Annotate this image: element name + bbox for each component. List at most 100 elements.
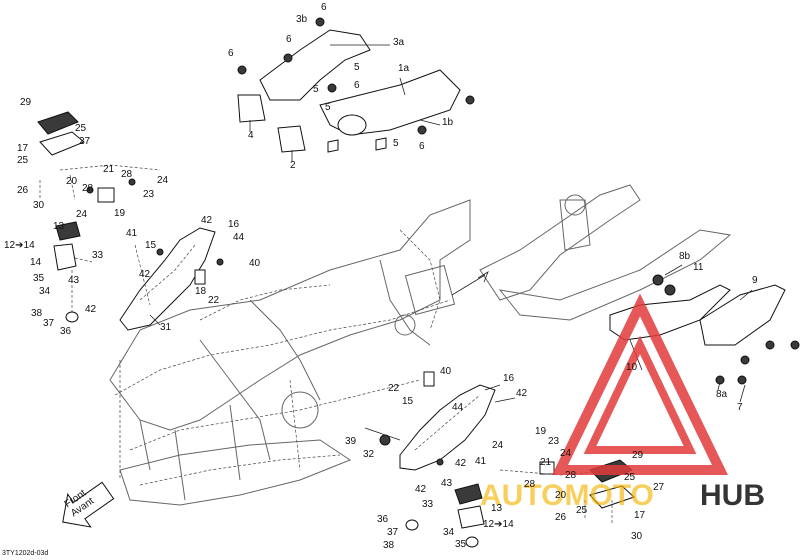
callout-l14a: 14	[30, 257, 42, 268]
callout-l37b: 37	[387, 527, 399, 538]
callout-l5d: 5	[393, 138, 399, 149]
callout-l40b: 40	[440, 366, 452, 377]
callout-l6e: 6	[419, 141, 425, 152]
callout-l25d: 25	[576, 505, 588, 516]
callout-l25a: 25	[75, 123, 87, 134]
callout-l40a: 40	[249, 258, 261, 269]
callout-l6c: 6	[228, 48, 234, 59]
callout-l23a: 23	[143, 189, 155, 200]
callout-l21a: 21	[103, 164, 115, 175]
main-frame	[109, 199, 471, 506]
rear-covers	[609, 274, 800, 385]
callout-l17a: 17	[17, 143, 29, 154]
callout-l32: 32	[363, 449, 375, 460]
callout-l23b: 23	[548, 436, 560, 447]
callout-l15a: 15	[145, 240, 157, 251]
callout-l42b: 42	[139, 269, 151, 280]
callout-l28d: 28	[524, 479, 536, 490]
callout-l39: 39	[345, 436, 357, 447]
callout-l26a: 26	[17, 185, 29, 196]
callout-l37a: 37	[43, 318, 55, 329]
callout-l1214a: 12➔14	[4, 240, 35, 251]
callout-l42a: 42	[201, 215, 213, 226]
callout-l34a: 34	[39, 286, 51, 297]
callout-l28a: 28	[82, 183, 94, 194]
left-footrest-bracket	[119, 227, 224, 331]
watermark-text-hub: HUB	[700, 479, 765, 512]
callout-l2: 2	[290, 160, 296, 171]
callout-l42f: 42	[415, 484, 427, 495]
callout-l8b: 8b	[679, 251, 691, 262]
callout-l22b: 22	[388, 383, 400, 394]
callout-l36b: 36	[377, 514, 389, 525]
callout-l33b: 33	[422, 499, 434, 510]
callout-l16b: 16	[503, 373, 515, 384]
callout-l16a: 16	[228, 219, 240, 230]
callout-l3b: 3b	[296, 14, 308, 25]
callout-l31a: 31	[160, 322, 172, 333]
callout-l15b: 15	[402, 396, 414, 407]
callout-l20b: 20	[555, 490, 567, 501]
callout-l22a: 22	[208, 295, 220, 306]
watermark-logo: AUTOMOTO HUB	[480, 293, 765, 512]
callout-l25c: 25	[624, 472, 636, 483]
callout-l30a: 30	[33, 200, 45, 211]
callout-l42e: 42	[455, 458, 467, 469]
callout-l28c: 28	[565, 470, 577, 481]
front-brackets	[237, 17, 475, 153]
callout-l27b: 27	[653, 482, 665, 493]
callout-l42c: 42	[85, 304, 97, 315]
callout-l19a: 19	[114, 208, 126, 219]
callout-l24b: 24	[76, 209, 88, 220]
callout-l3a: 3a	[393, 37, 405, 48]
callout-l20a: 20	[66, 176, 78, 187]
callout-l6d: 6	[354, 80, 360, 91]
callout-l44a: 44	[233, 232, 245, 243]
callout-l28b: 28	[121, 169, 133, 180]
callout-l29b: 29	[632, 450, 644, 461]
callout-l43b: 43	[441, 478, 453, 489]
callout-l7: 7	[737, 402, 743, 413]
callout-l9: 9	[752, 275, 758, 286]
callout-l11: 11	[693, 262, 704, 273]
callout-l8a: 8a	[716, 389, 728, 400]
callout-l4: 4	[248, 130, 254, 141]
callout-l5a: 5	[354, 62, 360, 73]
callout-l6b: 6	[286, 34, 292, 45]
callout-l13a: 13	[53, 221, 65, 232]
callout-l10: 10	[626, 362, 638, 373]
callout-l25b: 25	[17, 155, 29, 166]
callout-l1a: 1a	[398, 63, 410, 74]
callout-l27a: 27	[79, 136, 91, 147]
right-footrest-bracket	[364, 371, 496, 471]
callout-l29a: 29	[20, 97, 32, 108]
callout-l38a: 38	[31, 308, 43, 319]
leader-lines	[149, 44, 753, 403]
callout-l36a: 36	[60, 326, 72, 337]
callout-l33a: 33	[92, 250, 104, 261]
callout-l19b: 19	[535, 426, 547, 437]
front-direction-arrow	[62, 481, 115, 528]
callout-l41b: 41	[475, 456, 487, 467]
callout-l13b: 13	[491, 503, 503, 514]
left-footpeg-assembly	[37, 111, 161, 323]
callout-l30b: 30	[631, 531, 643, 542]
callout-l1b: 1b	[442, 117, 454, 128]
callout-l1214b: 12➔14	[483, 519, 514, 530]
callout-l6a: 6	[321, 2, 327, 13]
callout-l35a: 35	[33, 273, 45, 284]
callout-l18a: 18	[195, 286, 207, 297]
callout-l26b: 26	[555, 512, 567, 523]
callout-l34b: 34	[443, 527, 455, 538]
callout-l35b: 35	[455, 539, 467, 550]
callout-l41a: 41	[126, 228, 138, 239]
callout-l5c: 5	[325, 102, 331, 113]
callout-l43a: 43	[68, 275, 80, 286]
swing-arm	[451, 184, 732, 321]
callout-l24d: 24	[560, 448, 572, 459]
callout-l38b: 38	[383, 540, 395, 551]
watermark-text-auto: AUTOMOTO	[480, 479, 654, 512]
